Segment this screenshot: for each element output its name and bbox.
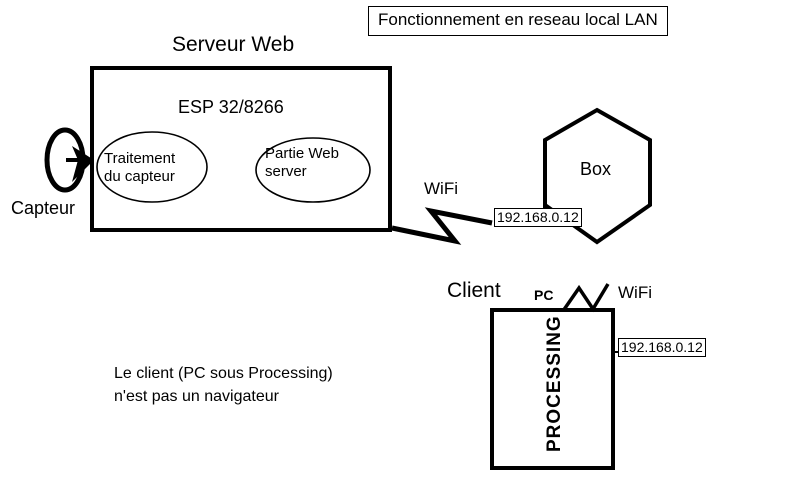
diagram-title-text: Fonctionnement en reseau local LAN <box>378 10 658 29</box>
wifi-label-server-box: WiFi <box>424 179 458 198</box>
wifi-zigzag-server-box <box>391 207 493 245</box>
client-ip-badge: 192.168.0.12 <box>618 338 706 358</box>
box-ip-badge: 192.168.0.12 <box>494 208 582 228</box>
box-label: Box <box>580 159 612 179</box>
sensor-ellipse-shape <box>44 127 86 193</box>
sensor-arrow-head <box>72 146 94 182</box>
webserver-ellipse-label: Partie Web server <box>265 145 339 180</box>
sensor-label: Capteur <box>11 198 76 218</box>
client-pc-label: PC <box>534 287 554 303</box>
client-note: Le client (PC sous Processing) n'est pas… <box>114 365 333 406</box>
wifi-label-client: WiFi <box>618 283 652 302</box>
client-heading: Client <box>447 279 501 302</box>
server-heading: Serveur Web <box>172 33 295 56</box>
process-ellipse-label: Traitement du capteur <box>104 150 176 185</box>
client-app-label: PROCESSING <box>544 315 565 452</box>
wifi-zigzag-client <box>561 283 610 313</box>
client-ip-text: 192.168.0.12 <box>621 339 703 355</box>
esp-chip-label: ESP 32/8266 <box>178 97 284 117</box>
box-ip-text: 192.168.0.12 <box>497 209 579 225</box>
diagram-title-box: Fonctionnement en reseau local LAN <box>368 6 668 36</box>
